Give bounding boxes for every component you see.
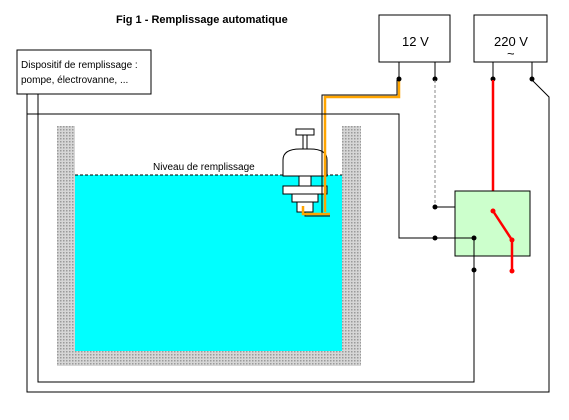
filling-device-box bbox=[16, 49, 152, 95]
relay-contact bbox=[491, 210, 514, 241]
tank-bottom bbox=[57, 351, 361, 366]
figure-title: Fig 1 - Remplissage automatique bbox=[116, 14, 288, 26]
supply-220v-box bbox=[473, 14, 548, 63]
relay-box bbox=[454, 190, 531, 257]
wire-neutral bbox=[26, 79, 550, 393]
tank-right-wall bbox=[342, 126, 361, 366]
supply-220v-ac-symbol: ~ bbox=[507, 46, 515, 61]
float-wire-black bbox=[321, 80, 398, 214]
wire-device-to-relay bbox=[26, 94, 435, 239]
wire-device-return bbox=[37, 94, 475, 383]
supply-12v-box bbox=[378, 14, 451, 63]
tank-left-wall bbox=[57, 126, 75, 366]
supply-220v-label: 220 V bbox=[494, 34, 528, 49]
level-label: Niveau de remplissage bbox=[153, 162, 255, 173]
supply-12v-label: 12 V bbox=[402, 34, 429, 49]
float-switch bbox=[282, 128, 328, 213]
device-label-line2: pompe, électrovanne, ... bbox=[21, 75, 128, 86]
float-wire-orange bbox=[323, 80, 401, 212]
device-label-line1: Dispositif de remplissage : bbox=[21, 60, 138, 71]
